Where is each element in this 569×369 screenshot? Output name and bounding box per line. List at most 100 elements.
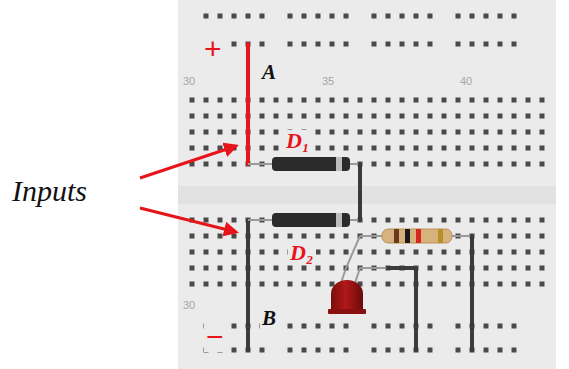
- wire-label: A: [260, 62, 278, 83]
- column-number: 30: [181, 300, 197, 311]
- breadboard-hole: [540, 130, 545, 135]
- resistor-band: [438, 229, 443, 243]
- breadboard-hole: [232, 114, 237, 119]
- breadboard-hole: [442, 98, 447, 103]
- breadboard-hole: [386, 42, 391, 47]
- breadboard-hole: [442, 146, 447, 151]
- breadboard-hole: [512, 130, 517, 135]
- breadboard-hole: [526, 218, 531, 223]
- breadboard-hole: [484, 266, 489, 271]
- breadboard-hole: [190, 130, 195, 135]
- breadboard-hole: [260, 42, 265, 47]
- breadboard-hole: [470, 218, 475, 223]
- wire-label: B: [260, 308, 278, 329]
- breadboard-hole: [540, 250, 545, 255]
- breadboard-hole: [288, 98, 293, 103]
- breadboard-hole: [526, 114, 531, 119]
- breadboard-hole: [372, 146, 377, 151]
- breadboard-hole: [344, 324, 349, 329]
- breadboard-hole: [442, 266, 447, 271]
- breadboard-hole: [512, 218, 517, 223]
- breadboard-hole: [400, 250, 405, 255]
- breadboard-hole: [484, 250, 489, 255]
- breadboard-hole: [204, 250, 209, 255]
- breadboard-hole: [372, 250, 377, 255]
- breadboard-hole: [372, 14, 377, 19]
- breadboard-hole: [484, 282, 489, 287]
- breadboard-hole: [316, 250, 321, 255]
- led-wire: [388, 268, 416, 350]
- breadboard-hole: [428, 98, 433, 103]
- breadboard-hole: [274, 130, 279, 135]
- breadboard-hole: [414, 250, 419, 255]
- breadboard-hole: [330, 130, 335, 135]
- breadboard-hole: [218, 218, 223, 223]
- diode-label: D₂: [288, 242, 316, 264]
- breadboard-hole: [526, 130, 531, 135]
- breadboard-hole: [218, 114, 223, 119]
- diode-band: [336, 157, 342, 171]
- breadboard-hole: [512, 266, 517, 271]
- breadboard-hole: [218, 250, 223, 255]
- breadboard-hole: [414, 42, 419, 47]
- breadboard-hole: [512, 234, 517, 239]
- breadboard-hole: [456, 324, 461, 329]
- breadboard-hole: [428, 114, 433, 119]
- breadboard-hole: [470, 162, 475, 167]
- breadboard-hole: [414, 98, 419, 103]
- ground-wire: [470, 236, 474, 350]
- breadboard-hole: [330, 14, 335, 19]
- breadboard-hole: [456, 98, 461, 103]
- breadboard-hole: [344, 114, 349, 119]
- breadboard-hole: [498, 162, 503, 167]
- breadboard-hole: [414, 146, 419, 151]
- breadboard-hole: [484, 130, 489, 135]
- breadboard-hole: [260, 130, 265, 135]
- breadboard-hole: [330, 114, 335, 119]
- breadboard-hole: [204, 282, 209, 287]
- breadboard-hole: [260, 266, 265, 271]
- breadboard-hole: [498, 42, 503, 47]
- breadboard-hole: [442, 282, 447, 287]
- breadboard-hole: [204, 14, 209, 19]
- breadboard-hole: [190, 250, 195, 255]
- breadboard-hole: [316, 42, 321, 47]
- breadboard-hole: [428, 348, 433, 353]
- breadboard-hole: [386, 98, 391, 103]
- breadboard-hole: [526, 266, 531, 271]
- breadboard-hole: [372, 130, 377, 135]
- breadboard-hole: [232, 14, 237, 19]
- column-number: 40: [458, 76, 474, 87]
- circuit: [140, 44, 472, 350]
- breadboard-hole: [428, 14, 433, 19]
- breadboard-hole: [302, 42, 307, 47]
- breadboard-hole: [358, 250, 363, 255]
- breadboard-hole: [512, 14, 517, 19]
- breadboard-hole: [456, 14, 461, 19]
- breadboard-hole: [302, 348, 307, 353]
- breadboard-hole: [456, 130, 461, 135]
- breadboard-hole: [260, 114, 265, 119]
- breadboard-hole: [232, 42, 237, 47]
- breadboard-hole: [358, 114, 363, 119]
- breadboard-hole: [330, 282, 335, 287]
- breadboard-hole: [484, 218, 489, 223]
- resistor-band: [405, 229, 410, 243]
- breadboard-hole: [190, 114, 195, 119]
- breadboard-hole: [498, 250, 503, 255]
- breadboard-hole: [484, 146, 489, 151]
- breadboard-hole: [204, 266, 209, 271]
- breadboard-hole: [330, 146, 335, 151]
- breadboard-hole: [400, 348, 405, 353]
- breadboard-hole: [442, 130, 447, 135]
- breadboard-hole: [470, 114, 475, 119]
- breadboard-hole: [316, 234, 321, 239]
- led-symbol: [331, 280, 363, 312]
- breadboard-hole: [428, 218, 433, 223]
- breadboard-hole: [232, 348, 237, 353]
- breadboard-hole: [372, 218, 377, 223]
- diode-body: [272, 157, 350, 171]
- breadboard-hole: [386, 282, 391, 287]
- breadboard-hole: [400, 146, 405, 151]
- breadboard-hole: [204, 114, 209, 119]
